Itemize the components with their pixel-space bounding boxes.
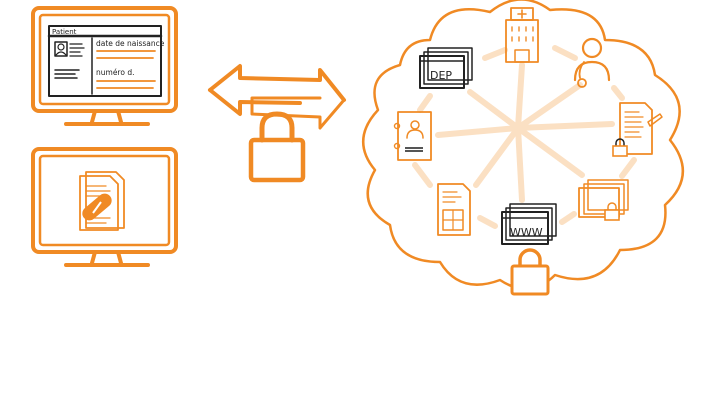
dep-label: DEP xyxy=(430,69,452,82)
website-window-icon: WWW xyxy=(501,203,557,245)
number-label: numéro d. xyxy=(96,68,134,77)
secure-cloud: WWW DEP xyxy=(361,0,684,296)
monitor-patient-record: Patient date de naissance numéro d. xyxy=(31,6,178,126)
patient-file-icon xyxy=(393,111,432,161)
network-links xyxy=(412,45,637,229)
lock-icon xyxy=(248,111,306,183)
record-header: Patient xyxy=(52,28,77,36)
bidirectional-arrow-icon xyxy=(208,64,346,130)
calculation-document-icon xyxy=(437,183,471,236)
folders-lock-icon xyxy=(578,179,629,221)
dep-window-icon: DEP xyxy=(419,47,473,89)
monitor-prescription xyxy=(31,147,178,267)
www-label: WWW xyxy=(510,226,543,239)
id-photo-icon xyxy=(54,41,85,79)
hospital-icon xyxy=(505,7,539,63)
birthdate-label: date de naissance xyxy=(96,39,165,48)
signed-document-lock-icon xyxy=(612,102,663,157)
cloud-lock-icon xyxy=(510,248,550,296)
doctor-icon xyxy=(573,37,611,88)
pill-icon xyxy=(82,193,112,221)
